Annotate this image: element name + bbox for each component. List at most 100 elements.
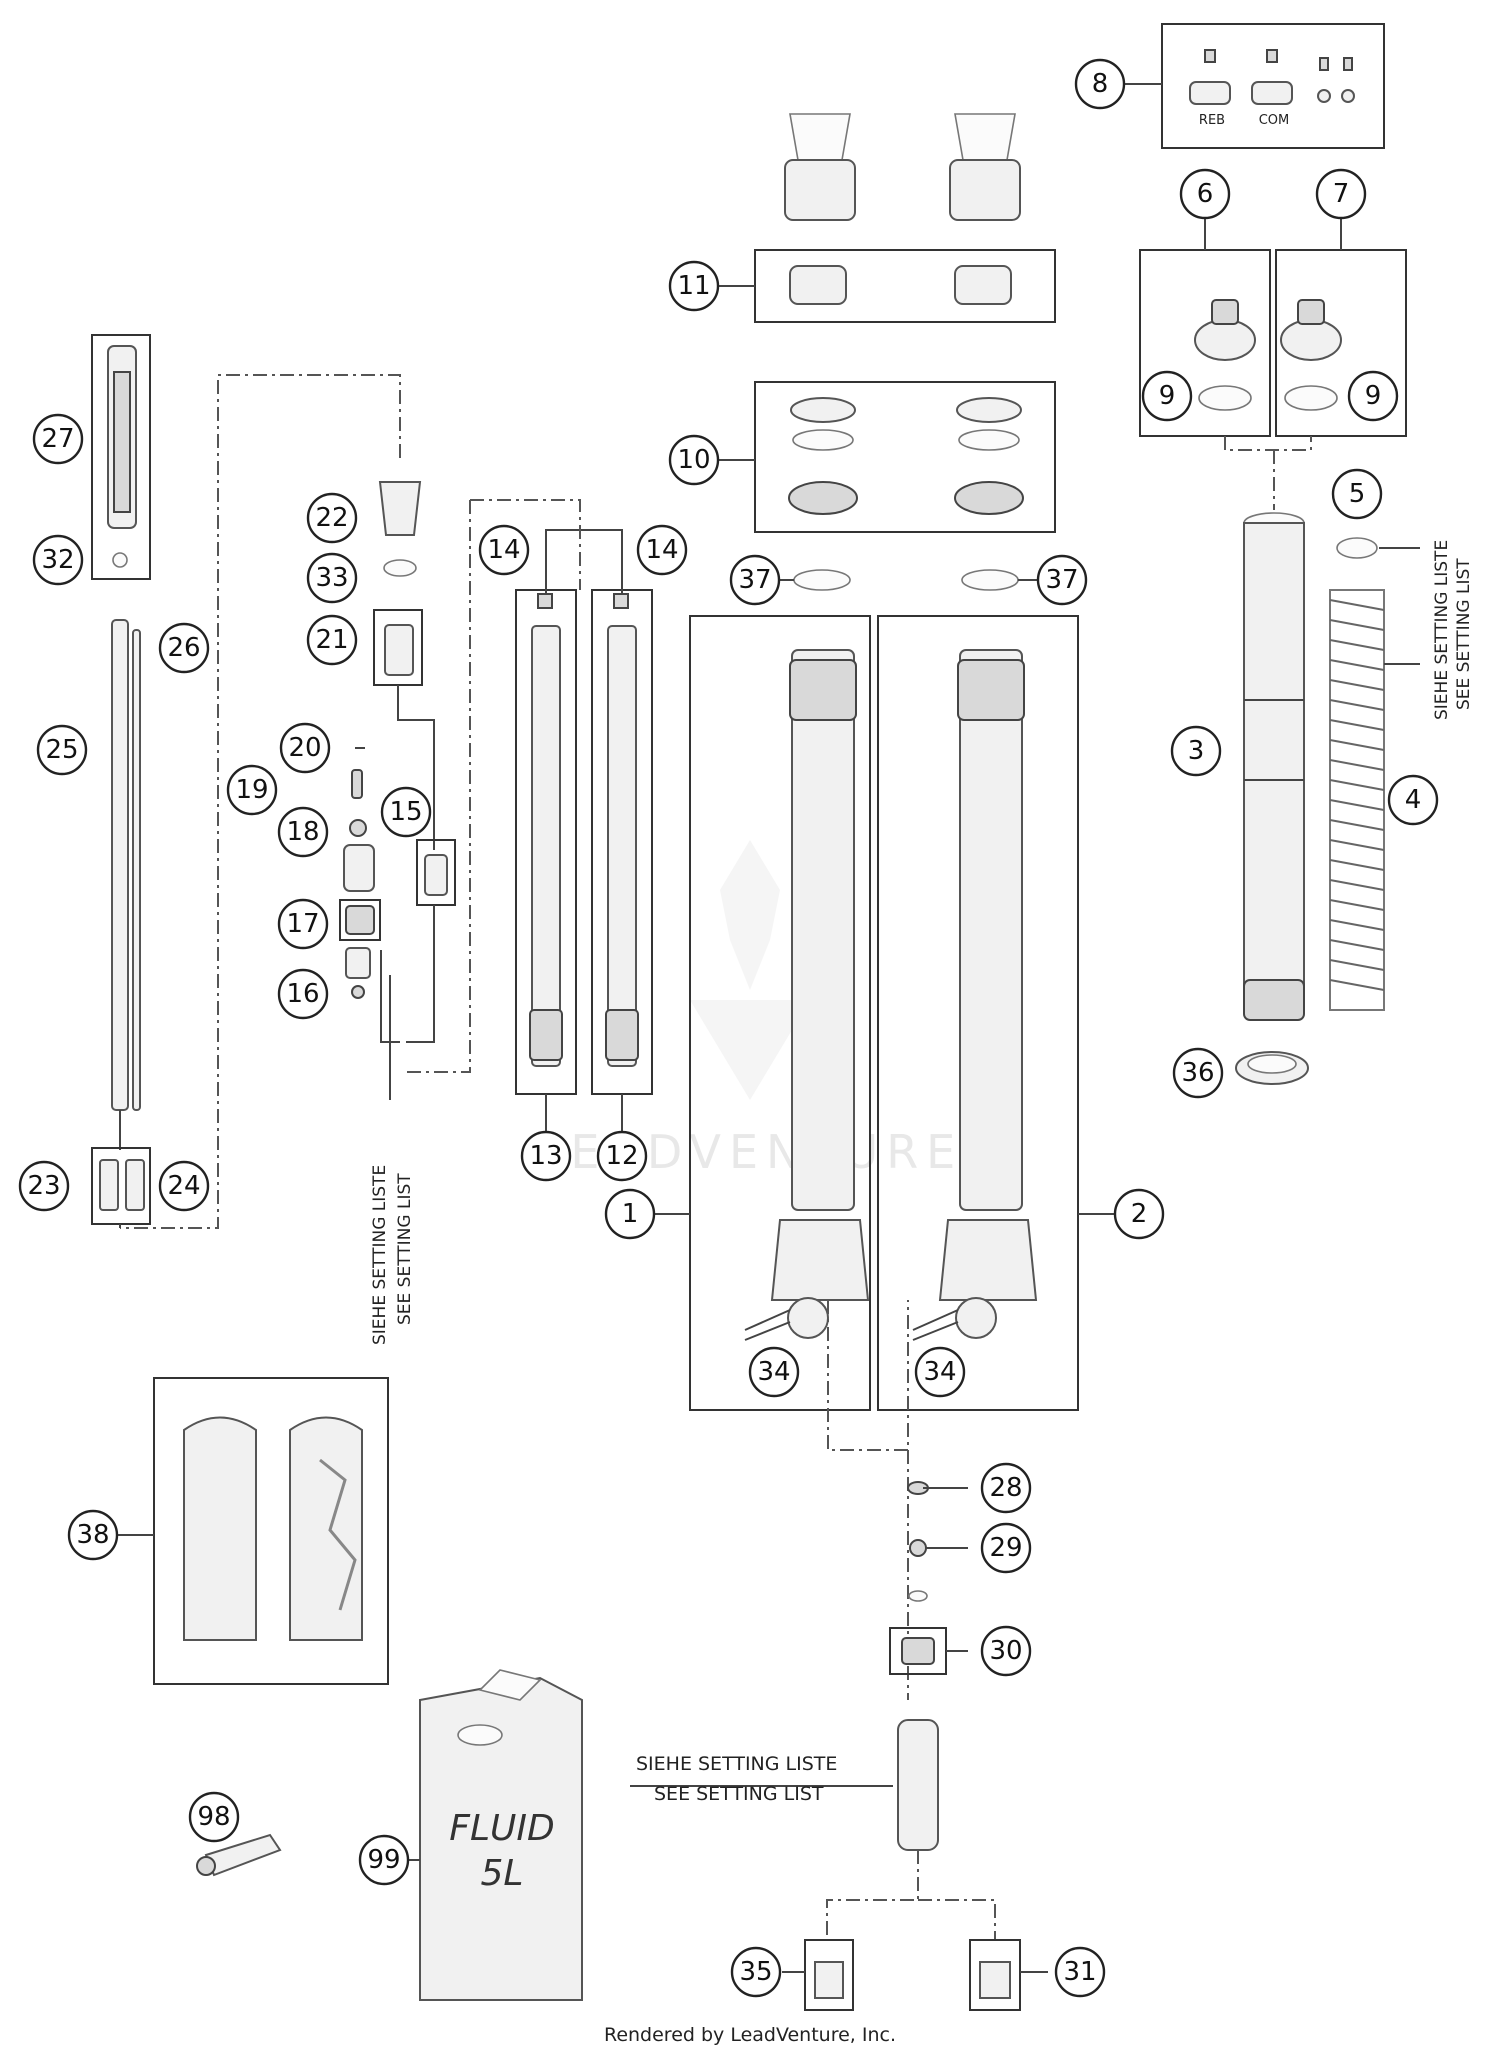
tool-27-frame xyxy=(91,334,151,580)
reb-label: REB xyxy=(1199,113,1225,128)
svg-text:37: 37 xyxy=(738,565,771,595)
svg-text:1: 1 xyxy=(622,1199,639,1229)
valve-24 xyxy=(125,1159,145,1211)
svg-text:21: 21 xyxy=(315,625,348,655)
svg-text:11: 11 xyxy=(677,271,710,301)
spring-seal-ring xyxy=(1336,537,1378,559)
fluid-label-2: 5L xyxy=(481,1853,524,1894)
fork-guard-frame xyxy=(153,1377,389,1685)
o-ring-33 xyxy=(383,559,417,577)
svg-text:27: 27 xyxy=(41,424,74,454)
fork-spring xyxy=(1329,589,1385,1011)
valve-15 xyxy=(424,854,448,896)
callout-9-right: 9 xyxy=(1347,370,1399,422)
fork-leg-left xyxy=(744,649,870,1341)
dust-covers xyxy=(784,113,1021,221)
callout-29: 29 xyxy=(980,1522,1032,1574)
callout-19: 19 xyxy=(226,764,278,816)
preload-ring xyxy=(1235,1051,1309,1085)
svg-text:25: 25 xyxy=(45,735,78,765)
svg-text:6: 6 xyxy=(1197,179,1214,209)
svg-text:33: 33 xyxy=(315,563,348,593)
svg-text:22: 22 xyxy=(315,503,348,533)
callout-33: 33 xyxy=(306,552,358,604)
callout-11: 11 xyxy=(668,260,720,312)
svg-text:34: 34 xyxy=(923,1357,956,1387)
adjuster-knobs xyxy=(1189,49,1355,105)
fork-leg-right-frame xyxy=(877,615,1079,1411)
callout-10: 10 xyxy=(668,434,720,486)
svg-text:98: 98 xyxy=(197,1802,230,1832)
callout-24: 24 xyxy=(158,1160,210,1212)
callout-1: 1 xyxy=(604,1188,656,1240)
svg-text:15: 15 xyxy=(389,797,422,827)
callout-13: 13 xyxy=(520,1130,572,1182)
svg-text:28: 28 xyxy=(989,1473,1022,1503)
svg-text:29: 29 xyxy=(989,1533,1022,1563)
callout-17: 17 xyxy=(277,898,329,950)
base-valve-35 xyxy=(814,1961,844,1999)
svg-text:19: 19 xyxy=(235,775,268,805)
svg-text:8: 8 xyxy=(1092,69,1109,99)
svg-text:10: 10 xyxy=(677,445,710,475)
cartridge-tube-left xyxy=(529,593,563,1067)
callout-28: 28 xyxy=(980,1462,1032,1514)
ball-18 xyxy=(349,819,367,837)
base-valve-35-frame xyxy=(804,1939,854,2011)
valve-17-frame xyxy=(339,899,381,941)
svg-text:37: 37 xyxy=(1045,565,1078,595)
callout-20: 20 xyxy=(279,722,331,774)
watermark-logo xyxy=(690,840,810,1100)
piston-rod-25 xyxy=(111,619,141,1111)
svg-text:34: 34 xyxy=(757,1357,790,1387)
callout-8: 8 xyxy=(1074,58,1126,110)
svg-text:99: 99 xyxy=(367,1845,400,1875)
svg-text:14: 14 xyxy=(645,535,678,565)
svg-text:26: 26 xyxy=(167,633,200,663)
svg-text:17: 17 xyxy=(286,909,319,939)
outer-tube xyxy=(1243,512,1305,1021)
callout-12: 12 xyxy=(596,1130,648,1182)
callout-15: 15 xyxy=(380,786,432,838)
callout-98: 98 xyxy=(188,1791,240,1843)
callout-32: 32 xyxy=(32,534,84,586)
callout-37-left: 37 xyxy=(729,554,781,606)
callout-35: 35 xyxy=(730,1946,782,1998)
svg-text:30: 30 xyxy=(989,1636,1022,1666)
footer-credit: Rendered by LeadVenture, Inc. xyxy=(603,2024,897,2046)
com-label: COM xyxy=(1259,113,1290,128)
spring-17a xyxy=(343,844,375,892)
callout-37-right: 37 xyxy=(1036,554,1088,606)
base-valve-31 xyxy=(979,1961,1011,1999)
callout-27: 27 xyxy=(32,413,84,465)
fork-cap-right xyxy=(1280,299,1342,411)
valve-15-frame xyxy=(416,839,456,906)
svg-text:18: 18 xyxy=(286,817,319,847)
svg-text:2: 2 xyxy=(1131,1199,1148,1229)
valve-21 xyxy=(384,624,414,676)
svg-text:9: 9 xyxy=(1365,381,1382,411)
ball-16 xyxy=(351,985,365,999)
o-ring-right xyxy=(961,569,1019,591)
callout-14-right: 14 xyxy=(636,524,688,576)
callout-9-left: 9 xyxy=(1141,370,1193,422)
svg-text:12: 12 xyxy=(605,1141,638,1171)
callout-21: 21 xyxy=(306,614,358,666)
callout-34-right: 34 xyxy=(914,1346,966,1398)
callout-30: 30 xyxy=(980,1625,1032,1677)
callout-5: 5 xyxy=(1331,468,1383,520)
valve-stack-lower xyxy=(889,1481,947,1851)
setting-note-de-right: SIEHE SETTING LISTE xyxy=(1432,540,1452,720)
svg-text:24: 24 xyxy=(167,1171,200,1201)
fork-guards xyxy=(183,1416,363,1641)
svg-text:13: 13 xyxy=(529,1141,562,1171)
needle-19 xyxy=(351,769,363,799)
fork-cap-left xyxy=(1194,299,1256,411)
bushing-right xyxy=(954,265,1012,305)
callout-6: 6 xyxy=(1179,168,1231,220)
svg-text:31: 31 xyxy=(1063,1957,1096,1987)
callout-2: 2 xyxy=(1113,1188,1165,1240)
svg-text:3: 3 xyxy=(1188,736,1205,766)
svg-text:32: 32 xyxy=(41,545,74,575)
